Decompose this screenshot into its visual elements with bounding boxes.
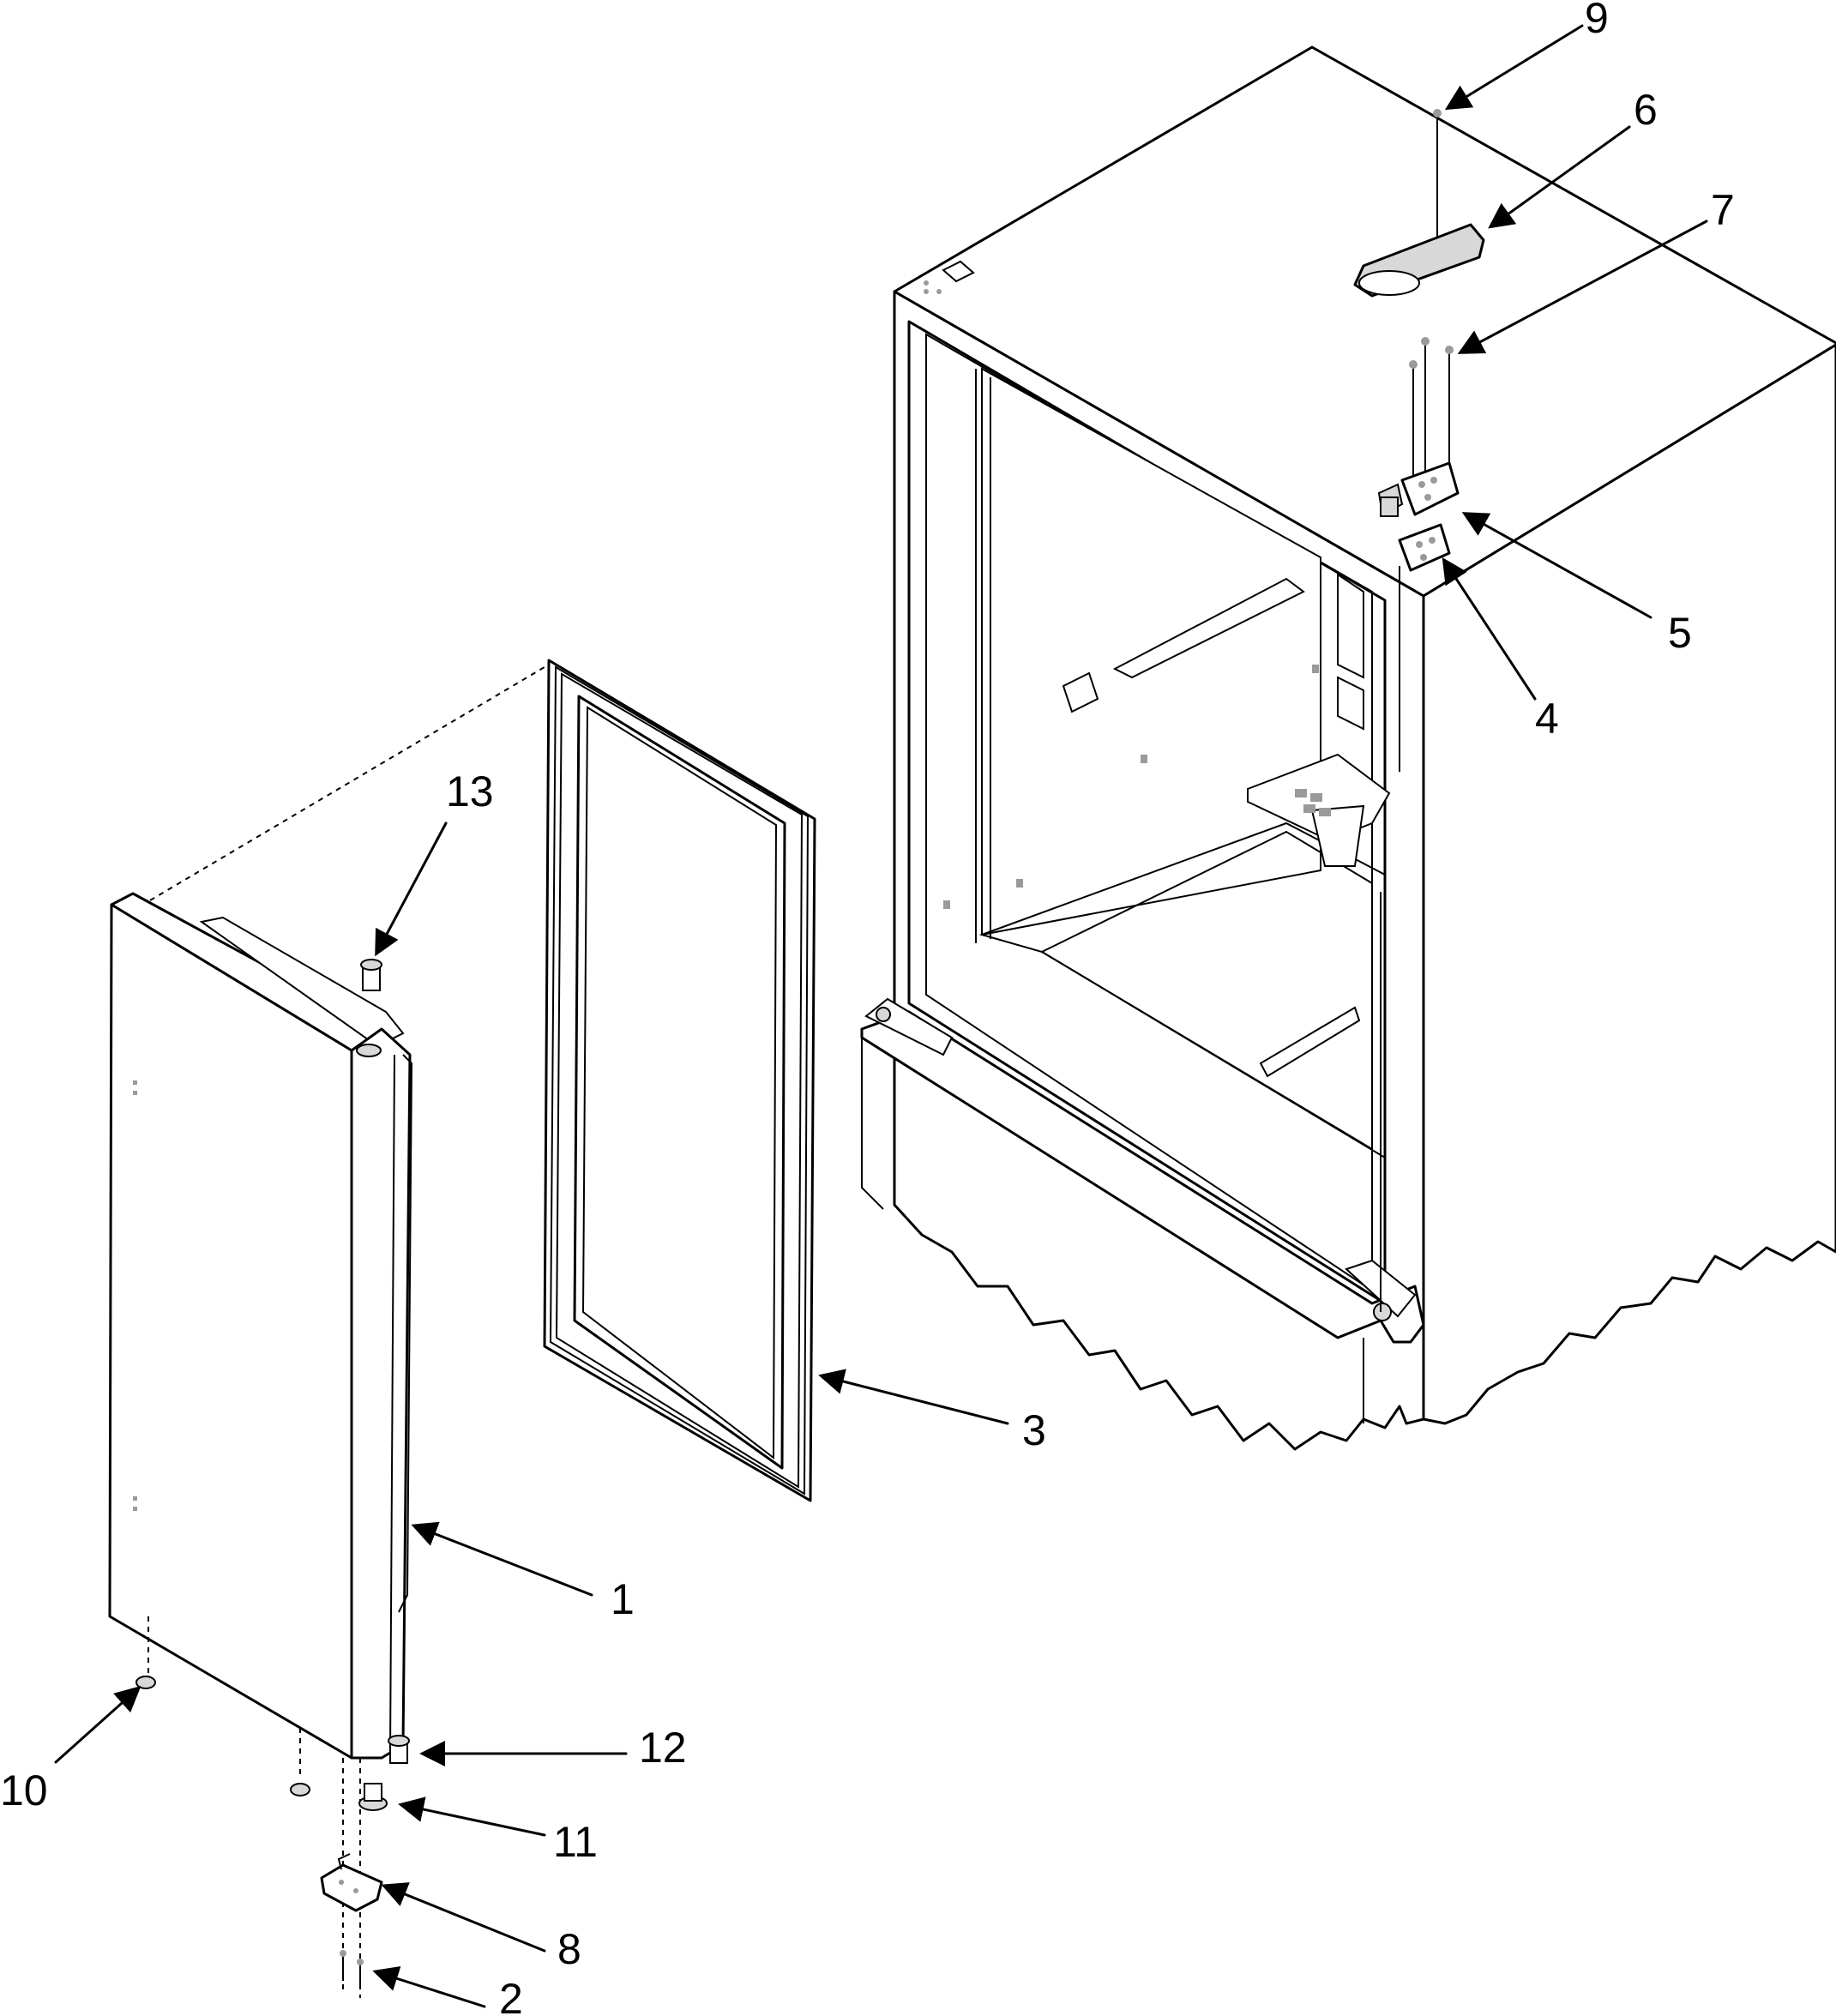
cabinet-interior-floor bbox=[978, 821, 1386, 1159]
leader-11 bbox=[398, 1796, 546, 1837]
callout-13: 13 bbox=[446, 767, 494, 815]
callout-4: 4 bbox=[1535, 695, 1559, 743]
callout-labels: 9 6 7 5 4 3 1 13 10 12 11 8 2 bbox=[0, 0, 1735, 2016]
leader-lines bbox=[54, 24, 1708, 2008]
part-3-door-gasket bbox=[543, 659, 816, 1502]
leader-8 bbox=[381, 1882, 546, 1953]
leader-3 bbox=[818, 1369, 1009, 1425]
cabinet-interior-back bbox=[981, 367, 1321, 936]
callout-11: 11 bbox=[553, 1818, 598, 1866]
leader-10 bbox=[54, 1685, 141, 1764]
leader-5 bbox=[1461, 512, 1652, 619]
part-4-hinge-shim bbox=[1398, 523, 1451, 572]
part-2-screws bbox=[340, 1950, 364, 1989]
callout-2: 2 bbox=[499, 1975, 523, 2016]
leader-2 bbox=[372, 1966, 486, 2008]
part-12-bushing bbox=[388, 1735, 410, 1764]
callout-9: 9 bbox=[1585, 0, 1609, 42]
callout-8: 8 bbox=[557, 1925, 581, 1973]
callout-12: 12 bbox=[639, 1724, 687, 1772]
leader-1 bbox=[411, 1521, 593, 1597]
leader-7 bbox=[1457, 220, 1708, 354]
cabinet-base-plinth bbox=[860, 1010, 1425, 1344]
part-8-bottom-hinge bbox=[320, 1853, 383, 1912]
callout-10: 10 bbox=[0, 1766, 48, 1814]
part-11-hinge-pin bbox=[358, 1783, 388, 1811]
part-1-freezer-door bbox=[108, 892, 413, 1760]
callout-5: 5 bbox=[1668, 609, 1692, 657]
leader-9 bbox=[1444, 24, 1584, 111]
top-hinge-stack bbox=[1353, 109, 1485, 1312]
leader-4 bbox=[1442, 557, 1537, 701]
leader-13 bbox=[375, 821, 448, 957]
callout-3: 3 bbox=[1022, 1406, 1046, 1454]
leader-6 bbox=[1488, 125, 1631, 229]
part-5-hinge-bracket bbox=[1400, 461, 1460, 516]
part-10-plug bbox=[135, 1676, 310, 1796]
cabinet-right-side bbox=[1422, 343, 1836, 1425]
part-13-door-bushing bbox=[360, 959, 382, 991]
callout-6: 6 bbox=[1634, 86, 1658, 134]
callout-7: 7 bbox=[1711, 186, 1735, 234]
refrigerator-cabinet bbox=[860, 45, 1836, 1451]
callout-1: 1 bbox=[611, 1575, 635, 1623]
